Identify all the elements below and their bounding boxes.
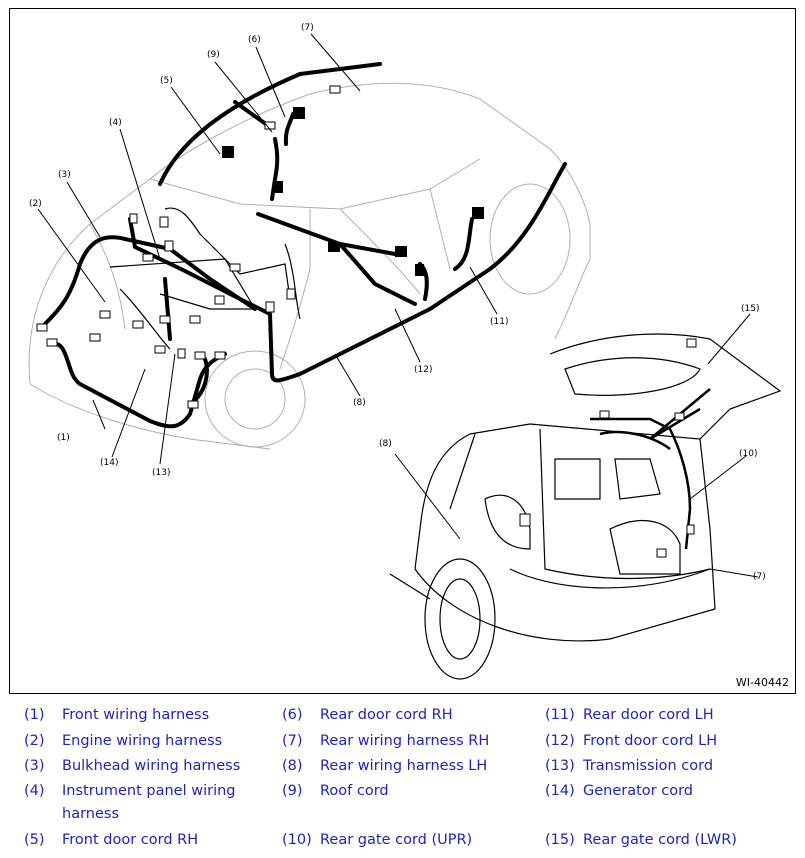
front-wiring-harness-path (48, 341, 227, 429)
callout-label: (15) (741, 304, 759, 314)
bulkhead-harness-path (38, 235, 257, 331)
legend-number: (15) (545, 832, 575, 848)
legend-item: (1) Front wiring harness (24, 704, 209, 727)
legend: (1) Front wiring harness (2) Engine wiri… (0, 700, 805, 858)
callout-label: (9) (207, 50, 220, 60)
legend-number: (5) (24, 832, 45, 848)
connectors (36, 85, 341, 409)
callout-labels: (1) (2) (3) (4) (5) (6) (7) (8) (9) (10)… (29, 23, 766, 582)
legend-label: Rear gate cord (LWR) (583, 832, 737, 848)
legend-item: (2) Engine wiring harness (24, 730, 222, 753)
legend-number: (3) (24, 758, 45, 774)
callout-label: (8) (353, 398, 366, 408)
instrument-panel-harness-path (128, 162, 567, 383)
legend-item: (7) Rear wiring harness RH (282, 730, 489, 753)
figure-id: WI-40442 (735, 676, 789, 689)
rear-connectors (519, 338, 697, 558)
legend-number: (7) (282, 733, 303, 749)
legend-label: Bulkhead wiring harness (62, 758, 241, 774)
legend-label: Engine wiring harness (62, 733, 223, 749)
legend-label: Rear wiring harness LH (320, 758, 488, 774)
legend-label: Front door cord LH (583, 733, 718, 749)
legend-label: Transmission cord (583, 758, 714, 774)
legend-label: Generator cord (583, 783, 693, 799)
legend-item: (9) Roof cord (282, 780, 389, 803)
legend-number: (2) (24, 733, 45, 749)
callout-label: (7) (753, 572, 766, 582)
roof-harness-path (158, 62, 382, 186)
legend-item: (3) Bulkhead wiring harness (24, 755, 240, 778)
legend-number: (6) (282, 707, 303, 723)
callout-label: (6) (248, 35, 261, 45)
legend-item: (4) Instrument panel wiring harness (24, 780, 247, 826)
legend-number: (1) (24, 707, 45, 723)
legend-number: (14) (545, 783, 575, 799)
callout-label: (2) (29, 199, 42, 209)
legend-item: (13) Transmission cord (545, 755, 713, 778)
legend-number: (8) (282, 758, 303, 774)
legend-label: Front wiring harness (62, 707, 210, 723)
wiring-diagram-figure: (1) (2) (3) (4) (5) (6) (7) (8) (9) (10)… (9, 8, 796, 694)
callout-leaders (37, 33, 759, 578)
callout-label: (1) (57, 433, 70, 443)
legend-label: Front door cord RH (62, 832, 199, 848)
legend-label: Rear gate cord (UPR) (320, 832, 473, 848)
legend-item: (5) Front door cord RH (24, 829, 198, 852)
wiring-harness-lines (38, 62, 567, 429)
legend-label: Roof cord (320, 783, 389, 799)
legend-label: Rear door cord LH (583, 707, 714, 723)
legend-number: (11) (545, 707, 575, 723)
callout-label: (12) (414, 365, 432, 375)
legend-number: (10) (282, 832, 312, 848)
wiring-diagram-svg: (1) (2) (3) (4) (5) (6) (7) (8) (9) (10)… (28, 23, 782, 680)
legend-item: (14) Generator cord (545, 780, 693, 803)
legend-number: (13) (545, 758, 575, 774)
callout-label: (7) (301, 23, 314, 33)
callout-label: (13) (152, 468, 170, 478)
legend-item: (8) Rear wiring harness LH (282, 755, 487, 778)
car-body-outline-rear (389, 333, 782, 680)
legend-number: (4) (24, 783, 45, 799)
legend-number: (12) (545, 733, 575, 749)
callout-label: (11) (490, 317, 508, 327)
legend-item: (15) Rear gate cord (LWR) (545, 829, 737, 852)
legend-item: (10) Rear gate cord (UPR) (282, 829, 472, 852)
legend-item: (12) Front door cord LH (545, 730, 717, 753)
black-connectors (222, 107, 484, 276)
legend-item: (6) Rear door cord RH (282, 704, 453, 727)
legend-item: (11) Rear door cord LH (545, 704, 714, 727)
legend-label: Instrument panel wiring harness (62, 783, 236, 822)
legend-label: Rear wiring harness RH (320, 733, 490, 749)
callout-label: (8) (379, 439, 392, 449)
callout-label: (3) (58, 170, 71, 180)
callout-label: (10) (739, 449, 757, 459)
car-body-outline-front (28, 82, 591, 450)
legend-number: (9) (282, 783, 303, 799)
legend-label: Rear door cord RH (320, 707, 453, 723)
callout-label: (4) (109, 118, 122, 128)
callout-label: (5) (160, 76, 173, 86)
callout-label: (14) (100, 458, 118, 468)
